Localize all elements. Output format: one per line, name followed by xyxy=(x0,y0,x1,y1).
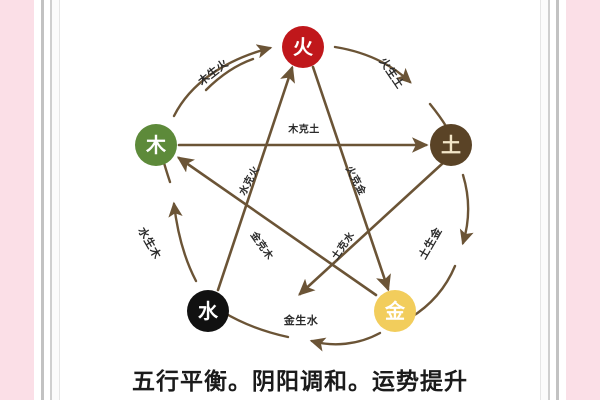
node-metal[interactable]: 金 xyxy=(374,290,416,332)
node-wood-label: 木 xyxy=(146,133,166,157)
left-gap-1 xyxy=(34,0,41,400)
arc-water-to-wood xyxy=(168,201,198,283)
node-metal-label: 金 xyxy=(385,299,405,323)
arc-metal-to-water xyxy=(309,331,382,352)
node-wood[interactable]: 木 xyxy=(135,124,177,166)
line-metal-overcomes-wood xyxy=(176,156,378,297)
left-gap-3 xyxy=(52,0,59,400)
node-fire-label: 火 xyxy=(293,35,313,59)
left-rule-1 xyxy=(41,0,44,400)
right-gap-3 xyxy=(541,0,548,400)
arc-earth-to-metal xyxy=(459,173,474,246)
label-metal-generates-water: 金生水 xyxy=(284,312,319,328)
right-gap-2 xyxy=(550,0,556,400)
line-water-overcomes-fire xyxy=(216,65,295,292)
left-rule-2 xyxy=(50,0,52,400)
arc-tail-metal-water xyxy=(221,310,290,339)
right-rule-1 xyxy=(556,0,559,400)
left-pink-border xyxy=(0,0,34,400)
line-fire-overcomes-metal xyxy=(311,65,391,292)
arc-water-wood-to-fire-left xyxy=(172,44,273,118)
line-earth-overcomes-water xyxy=(298,161,445,296)
node-earth-label: 土 xyxy=(441,133,461,157)
label-text: 金生水 xyxy=(283,314,319,327)
right-rule-2 xyxy=(548,0,550,400)
left-gap-2 xyxy=(44,0,50,400)
arc-tail-wood-fire xyxy=(204,57,255,92)
arc-fire-to-earth xyxy=(333,45,412,84)
arc-tail-earth-metal xyxy=(408,264,457,320)
right-pink-border xyxy=(566,0,600,400)
node-fire[interactable]: 火 xyxy=(282,26,324,68)
right-rule-3 xyxy=(540,0,541,400)
label-wood-overcomes-earth: 木克土 xyxy=(286,120,322,136)
right-gap-1 xyxy=(559,0,566,400)
node-water-label: 水 xyxy=(198,299,218,323)
node-earth[interactable]: 土 xyxy=(430,124,472,166)
label-text: 木克土 xyxy=(288,124,320,136)
slogan-text: 五行平衡。阴阳调和。运势提升 xyxy=(132,369,468,395)
left-rule-3 xyxy=(59,0,60,400)
node-water[interactable]: 水 xyxy=(187,290,229,332)
